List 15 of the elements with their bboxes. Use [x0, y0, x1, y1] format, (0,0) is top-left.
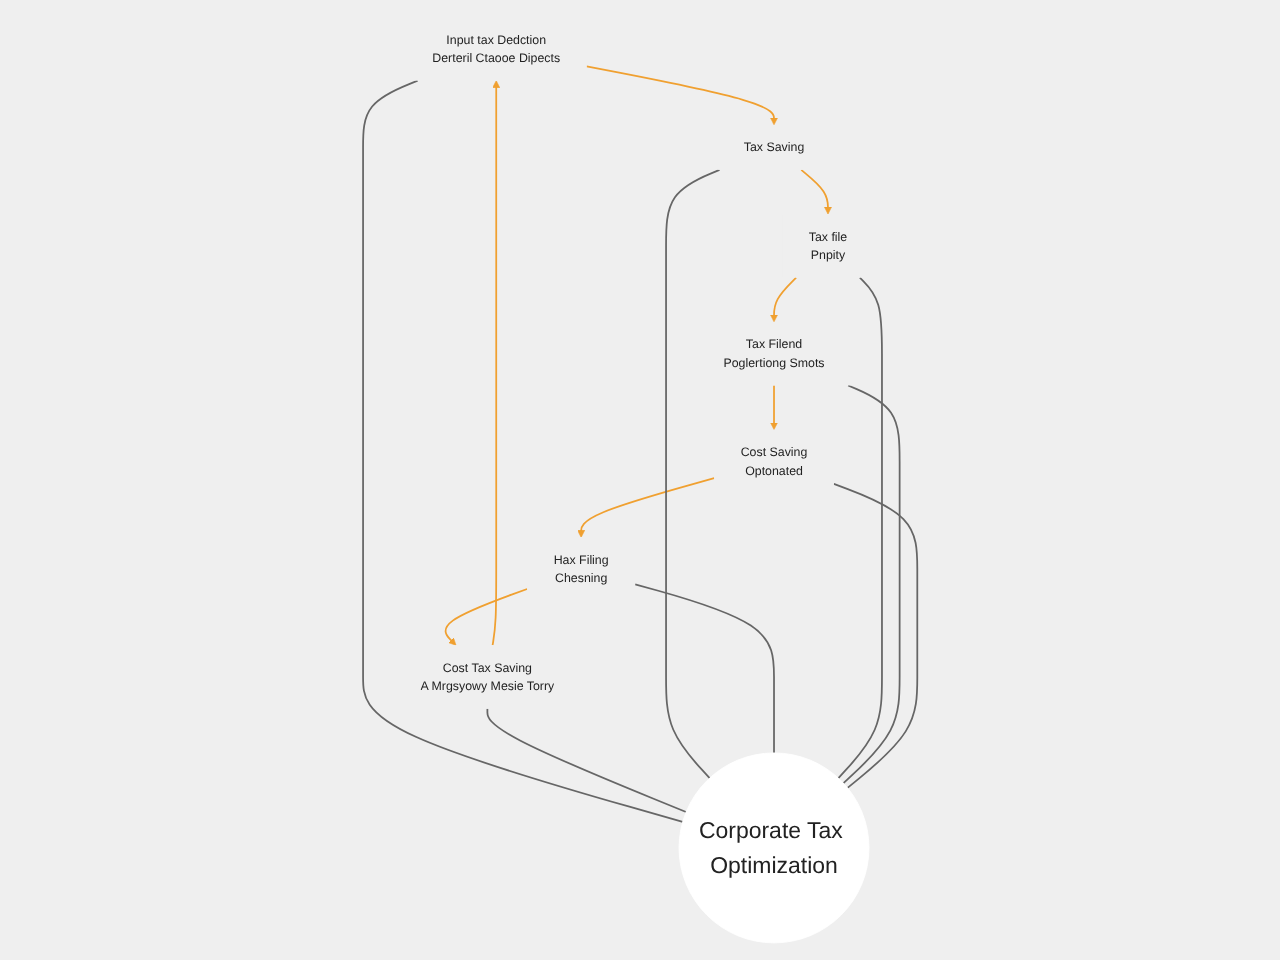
arrow — [769, 384, 778, 430]
arrow — [585, 65, 778, 126]
connector — [634, 583, 775, 754]
connector — [665, 169, 721, 779]
arrow — [769, 276, 797, 323]
node-circle: Corporate Tax Optimization — [678, 752, 870, 944]
arrow — [577, 477, 715, 538]
connector — [486, 707, 687, 813]
arrow — [444, 588, 528, 646]
arrow — [491, 80, 500, 647]
connector — [837, 276, 883, 779]
arrow — [800, 169, 832, 215]
connector — [362, 79, 684, 823]
connector — [832, 483, 918, 789]
connector — [842, 384, 901, 785]
